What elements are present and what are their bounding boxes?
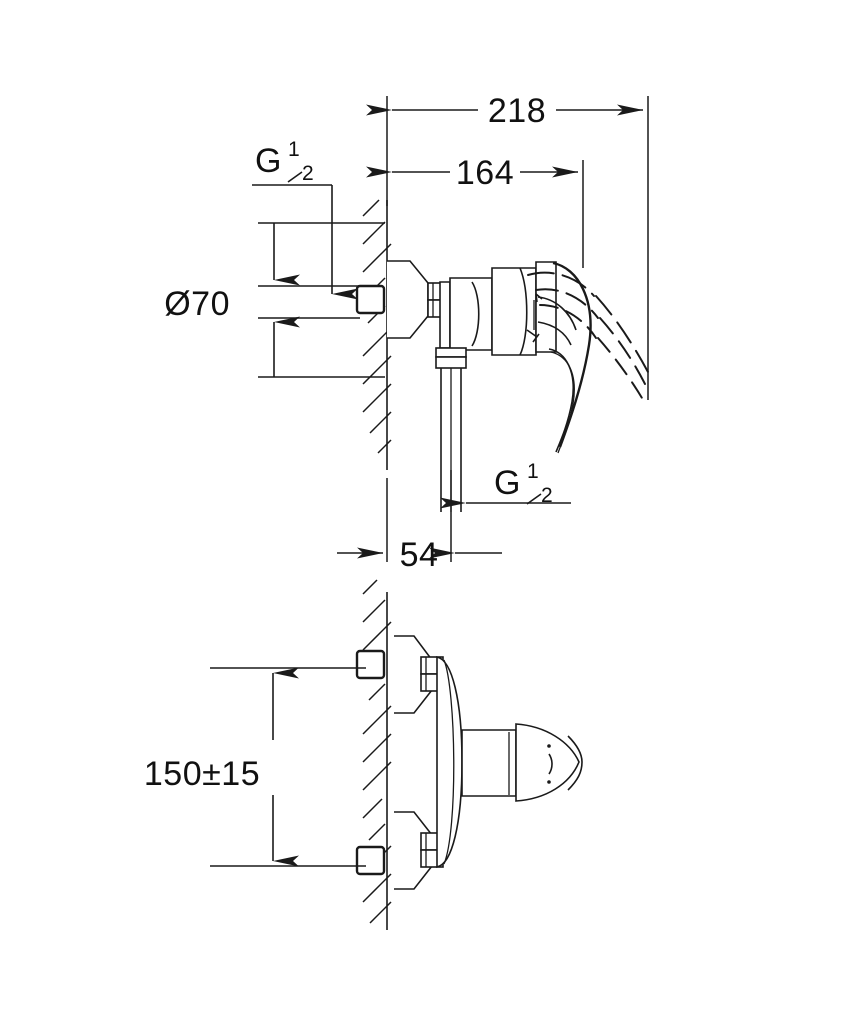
inlet-hex-nut-lower-bottom <box>355 845 386 876</box>
dimension-label-164: 164 <box>456 154 514 192</box>
dimension-150: 150±15 <box>144 667 366 867</box>
dimension-d70: Ø70 <box>164 222 385 378</box>
lever-crease-upper <box>537 296 577 331</box>
body-cartridge-housing <box>491 267 537 356</box>
dimension-label-54: 54 <box>400 536 439 574</box>
thread-callout-inlet: G 1 2 <box>252 138 358 300</box>
outlet-union-upper <box>435 347 467 358</box>
escutcheon-assembly-top <box>355 260 451 339</box>
lever-crease-lower <box>537 321 572 346</box>
dimension-label-218: 218 <box>488 92 546 130</box>
lever-raised-position-ghost <box>527 271 649 399</box>
outlet-union-lower <box>435 356 467 369</box>
dimension-label-d70: Ø70 <box>164 285 230 323</box>
thread-label-denominator-outlet: 2 <box>541 484 553 507</box>
handle-bottom <box>461 723 583 802</box>
dimension-218: 218 <box>366 92 649 400</box>
thread-callout-outlet: G 1 2 <box>440 460 571 509</box>
front-plan-view: 150±15 <box>144 579 583 930</box>
lever-inner-edge-2 <box>550 351 575 454</box>
housing-contour-line <box>519 267 528 356</box>
body-contour-line <box>471 281 480 347</box>
body-plate-crease <box>443 659 455 865</box>
handle-detail-dot-lower <box>547 780 551 784</box>
fraction-slash-inlet <box>287 171 303 183</box>
handle-shank <box>461 729 517 797</box>
inlet-hex-nut-top <box>355 284 386 315</box>
thread-label-g-outlet: G <box>494 464 521 502</box>
thread-label-g-inlet: G <box>255 142 282 180</box>
handle-cap-edge <box>567 735 583 791</box>
thread-label-denominator-inlet: 2 <box>302 162 314 185</box>
side-section-view: 218 164 G 1 2 Ø70 <box>164 92 649 574</box>
handle-detail-dot-upper <box>547 744 551 748</box>
inlet-hex-nut-upper-bottom <box>355 649 386 680</box>
lever-handle-top <box>526 261 592 454</box>
body-neck <box>439 281 451 349</box>
thread-label-numerator-inlet: 1 <box>288 138 300 161</box>
dimension-164: 164 <box>366 154 584 268</box>
dimension-label-150: 150±15 <box>144 755 260 793</box>
thread-label-numerator-outlet: 1 <box>527 460 539 483</box>
lever-tick-b <box>526 329 540 343</box>
lever-inner-edge <box>548 348 574 453</box>
lever-tick-a <box>535 293 543 303</box>
mixer-body-top <box>439 261 557 356</box>
handle-detail-slot <box>548 753 553 775</box>
handle-cap <box>515 723 580 802</box>
dimension-54: 54 <box>337 470 502 574</box>
body-main <box>449 277 493 351</box>
